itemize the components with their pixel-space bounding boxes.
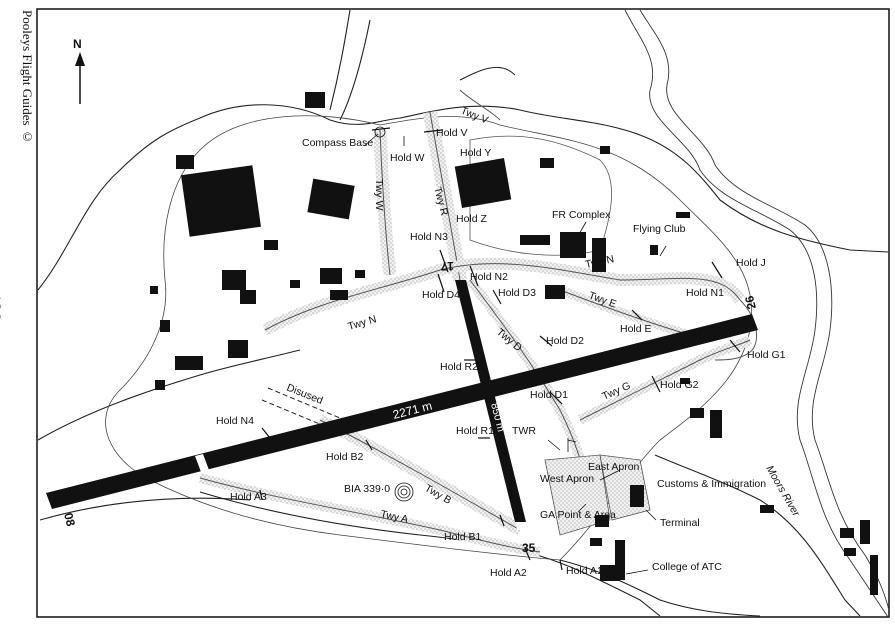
hold-d1-label: Hold D1 bbox=[530, 389, 568, 401]
cross-runway bbox=[455, 280, 530, 530]
customs-label: Customs & Immigration bbox=[657, 478, 766, 490]
hold-d3-label: Hold D3 bbox=[498, 287, 536, 299]
twy-v-label: Twy V bbox=[459, 105, 490, 127]
twy-w-label: Twy W bbox=[373, 179, 385, 211]
chart-frame bbox=[36, 8, 890, 618]
hold-r1-label: Hold R1 bbox=[456, 425, 494, 437]
hold-g2-label: Hold G2 bbox=[660, 379, 699, 391]
compass-base-marker bbox=[374, 126, 386, 138]
flying-club-label: Flying Club bbox=[633, 223, 686, 235]
college-label: College of ATC bbox=[652, 561, 722, 573]
hold-a2-label: Hold A2 bbox=[490, 567, 527, 579]
hold-d4-label: Hold D4 bbox=[422, 289, 460, 301]
bia-label: BIA 339·0 bbox=[344, 483, 390, 495]
west-apron-label: West Apron bbox=[540, 473, 594, 485]
hold-b2-label: Hold B2 bbox=[326, 451, 364, 463]
main-runway bbox=[46, 314, 758, 509]
buildings bbox=[150, 92, 878, 595]
runway-08-designator: 08 bbox=[61, 511, 78, 528]
ga-point-label: GA Point & Area bbox=[540, 509, 616, 521]
runway-17-designator: 17 bbox=[440, 259, 454, 273]
terminal-label: Terminal bbox=[660, 517, 700, 529]
twr-label: TWR bbox=[512, 425, 536, 437]
leader-lines bbox=[363, 133, 667, 575]
hold-n2-label: Hold N2 bbox=[470, 271, 508, 283]
north-arrow bbox=[75, 52, 85, 104]
hold-g1-label: Hold G1 bbox=[747, 349, 786, 361]
hold-n4-label: Hold N4 bbox=[216, 415, 254, 427]
west-apron-area bbox=[544, 454, 611, 536]
compass-base-label: Compass Base bbox=[302, 137, 373, 149]
hold-w-label: Hold W bbox=[390, 152, 425, 164]
hold-e-label: Hold E bbox=[620, 323, 652, 335]
east-apron-label: East Apron bbox=[588, 461, 640, 473]
hold-v-label: Hold V bbox=[436, 127, 468, 139]
hold-bars bbox=[259, 127, 741, 571]
hold-n3-label: Hold N3 bbox=[410, 231, 448, 243]
fr-complex-label: FR Complex bbox=[552, 209, 611, 221]
main-runway-length: 2271 m bbox=[391, 398, 433, 421]
twy-a-label: Twy A bbox=[379, 508, 409, 526]
disused-label: Disused bbox=[285, 382, 325, 407]
hold-z-label: Hold Z bbox=[456, 213, 488, 225]
publisher-credit: Pooleys Flight Guides © bbox=[20, 10, 35, 144]
bia-marker bbox=[394, 482, 414, 502]
twy-n-west-label: Twy N bbox=[347, 313, 378, 333]
runway-26-designator: 26 bbox=[742, 294, 759, 311]
runway-35-designator: 35 bbox=[522, 541, 536, 555]
north-label: N bbox=[73, 37, 82, 51]
hold-j-label: Hold J bbox=[736, 257, 766, 269]
perimeter-roads bbox=[37, 9, 889, 617]
hold-a1-label: Hold A1 bbox=[566, 565, 603, 577]
river bbox=[624, 9, 890, 618]
hold-r2-label: Hold R2 bbox=[440, 361, 478, 373]
twy-n-east-label: Twy N bbox=[584, 253, 615, 271]
hold-n1-label: Hold N1 bbox=[686, 287, 724, 299]
hangar-apron-area bbox=[469, 135, 612, 256]
hold-a3-label: Hold A3 bbox=[230, 491, 267, 503]
hold-d2-label: Hold D2 bbox=[546, 335, 584, 347]
windsock-marker bbox=[567, 438, 577, 452]
hold-y-label: Hold Y bbox=[460, 147, 491, 159]
hold-b1-label: Hold B1 bbox=[444, 531, 482, 543]
